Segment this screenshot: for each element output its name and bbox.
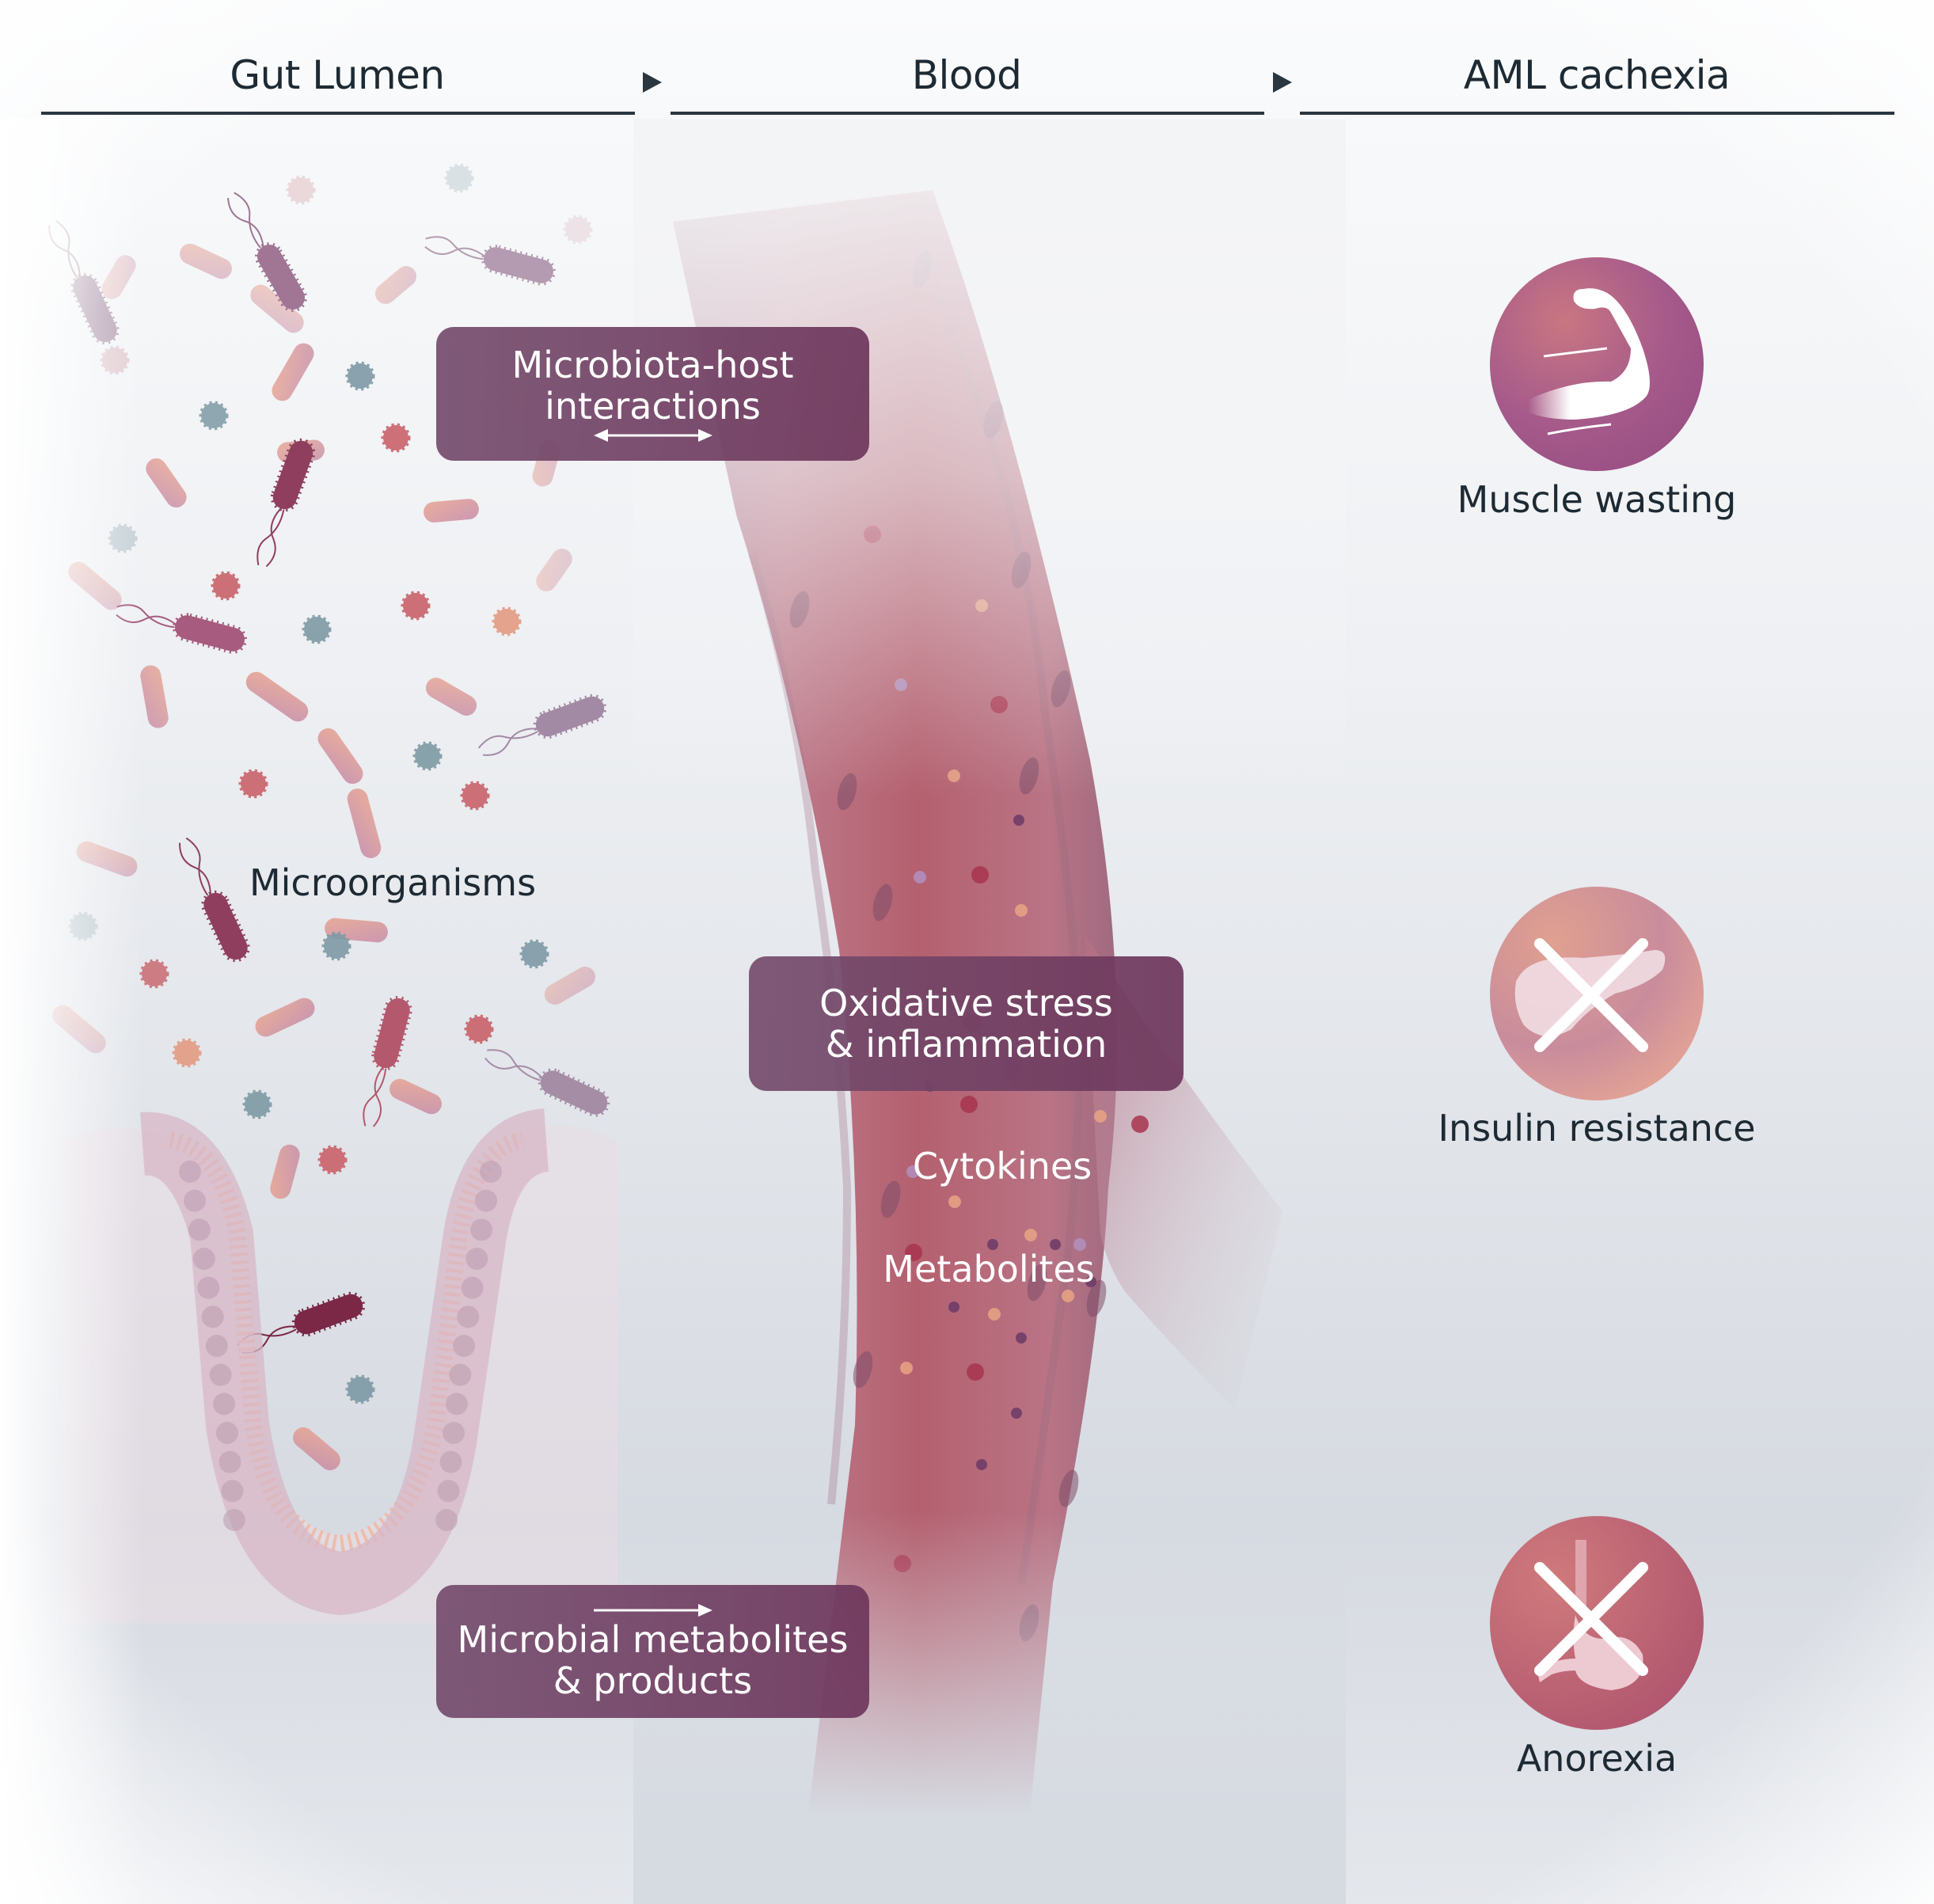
double-arrow-icon (593, 428, 712, 442)
microorganisms-label: Microorganisms (249, 861, 537, 904)
crossed-pancreas-icon (1490, 887, 1704, 1100)
box-line: & products (553, 1659, 753, 1702)
flexed-arm-icon (1490, 257, 1704, 471)
stage-label-gut-lumen: Gut Lumen (230, 52, 445, 98)
stage-label-blood: Blood (911, 52, 1022, 98)
symptom-label-insulin-resistance: Insulin resistance (1438, 1107, 1756, 1150)
oxidative-stress-inflammation-box: Oxidative stress & inflammation (749, 956, 1184, 1091)
metabolites-label: Metabolites (883, 1248, 1095, 1290)
microbial-metabolites-products-box: Microbial metabolites & products (436, 1585, 869, 1718)
microbiota-host-interactions-box: Microbiota-host interactions (436, 327, 869, 461)
box-line: interactions (545, 384, 761, 428)
stage-label-aml-cachexia: AML cachexia (1463, 52, 1731, 98)
box-line: Microbiota-host (511, 343, 794, 386)
play-triangle-icon (643, 72, 662, 93)
symptom-label-anorexia: Anorexia (1516, 1737, 1678, 1780)
cytokines-label: Cytokines (912, 1145, 1092, 1188)
crossed-stomach-icon (1490, 1516, 1704, 1730)
symptom-label-muscle-wasting: Muscle wasting (1457, 478, 1737, 521)
box-line: & inflammation (825, 1023, 1108, 1066)
right-arrow-icon (593, 1604, 712, 1617)
box-line: Oxidative stress (819, 982, 1113, 1024)
play-triangle-icon (1273, 72, 1292, 93)
box-line: Microbial metabolites (457, 1618, 849, 1661)
